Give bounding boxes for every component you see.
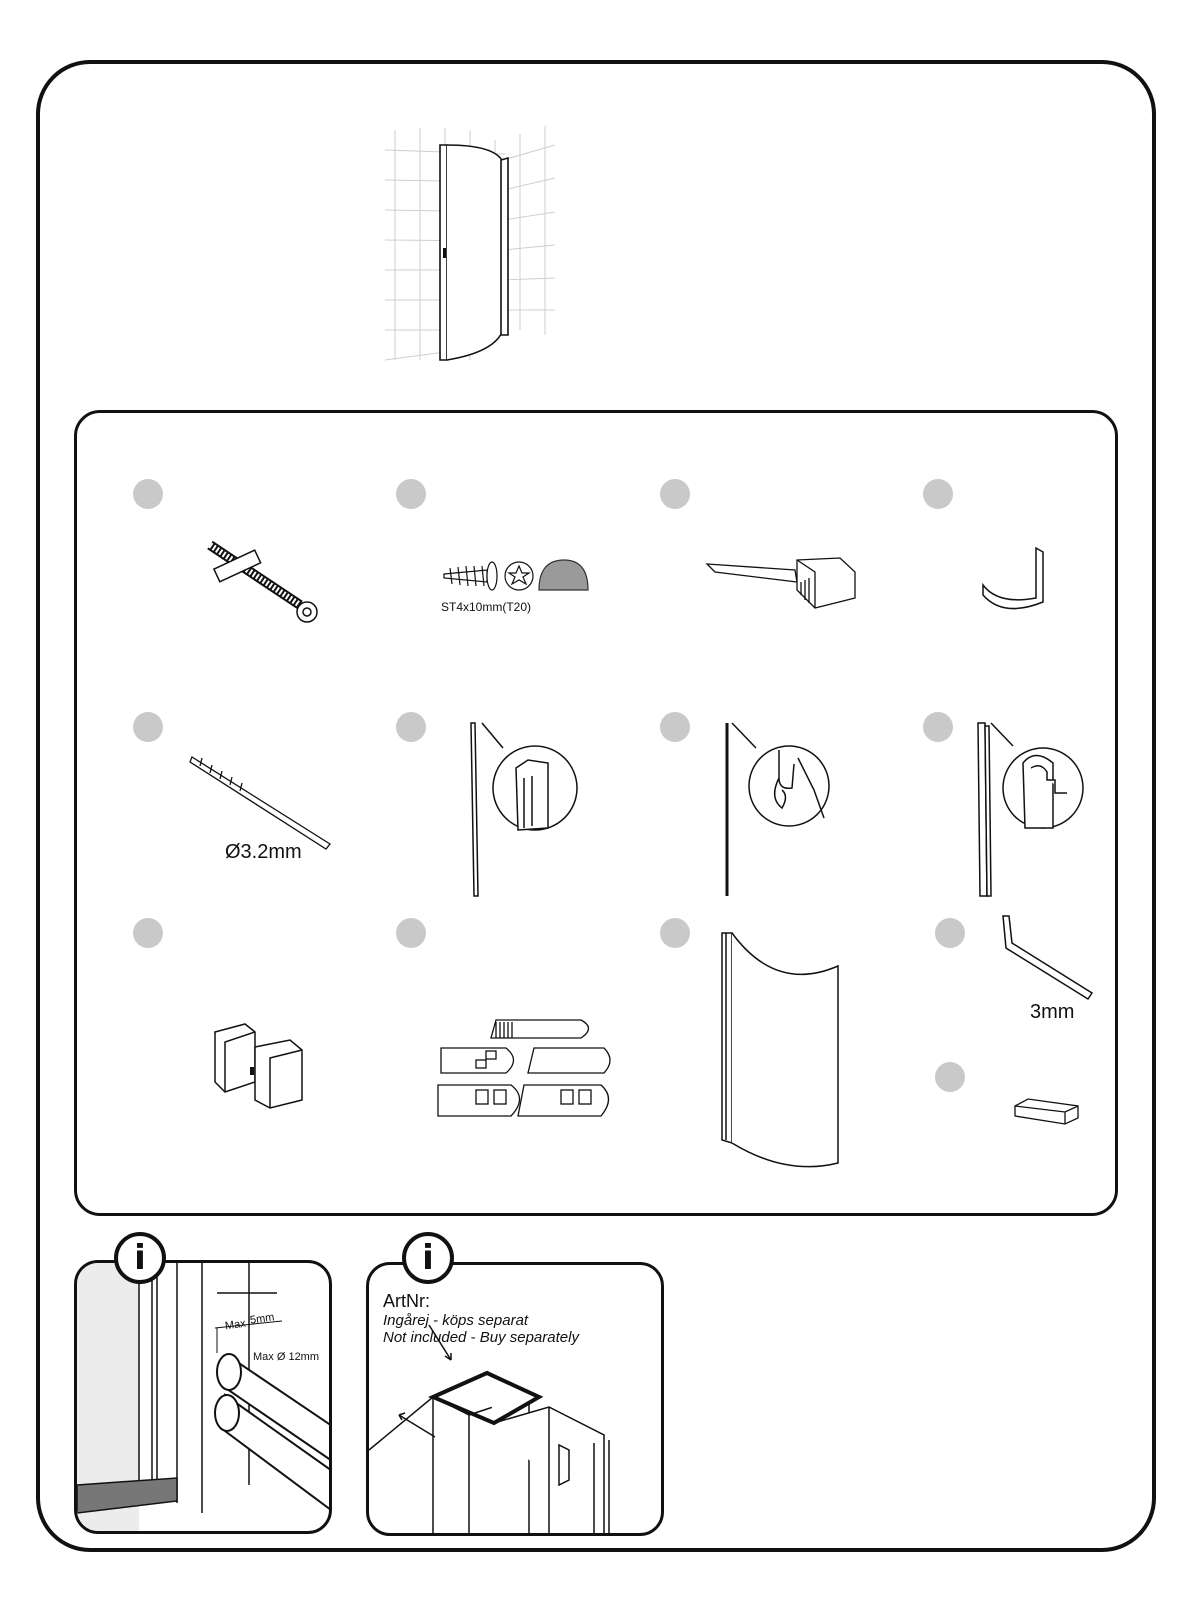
max-diameter-label: Max Ø 12mm [253,1351,319,1363]
part-badge [133,712,163,742]
part-badge [396,712,426,742]
info-box-wall-mount: Max 5mm Max Ø 12mm [74,1260,332,1534]
info-icon: i [402,1232,454,1284]
part-badge [396,479,426,509]
shower-enclosure-illustration [385,120,560,380]
part-badge [935,918,965,948]
not-included-english: Not included - Buy separately [383,1329,579,1346]
screw-label: ST4x10mm(T20) [441,600,531,614]
magnet-block-icon [210,1022,310,1112]
seal-strip-icon [724,718,844,898]
part-badge [133,479,163,509]
small-block-icon [1013,1096,1083,1126]
curved-clip-icon [978,540,1068,630]
part-badge [396,918,426,948]
not-included-swedish: Ingårej - köps separat [383,1312,528,1329]
cutter-tool-icon [705,550,855,610]
magnet-profile-icon [975,718,1090,898]
part-badge [935,1062,965,1092]
wall-profile-icon [468,718,588,898]
article-number-label: ArtNr: [383,1291,430,1312]
wall-bolt-icon [205,540,325,625]
hex-key-icon [1000,913,1095,1003]
part-badge [660,479,690,509]
screw-and-cap-icon [442,552,587,602]
part-badge [133,918,163,948]
drill-bit-icon [190,752,340,852]
wall-mount-detail-illustration [77,1263,332,1534]
part-badge [923,479,953,509]
part-badge [660,712,690,742]
part-badge [923,712,953,742]
info-box-accessory: ArtNr: Ingårej - köps separat Not includ… [366,1262,664,1536]
info-icon: i [114,1232,166,1284]
hex-key-size-label: 3mm [1030,1001,1074,1024]
curved-glass-panel-icon [716,928,846,1178]
end-caps-icon [436,1018,631,1128]
part-badge [660,918,690,948]
drill-size-label: Ø3.2mm [225,841,302,864]
